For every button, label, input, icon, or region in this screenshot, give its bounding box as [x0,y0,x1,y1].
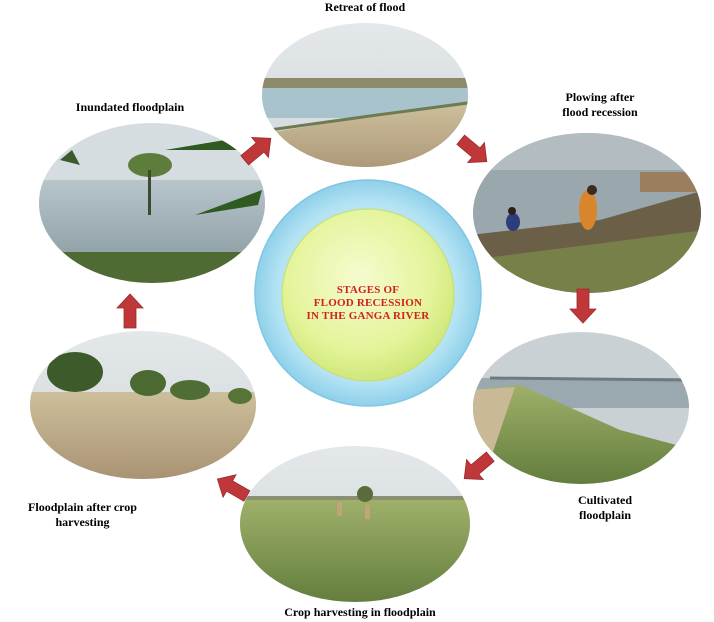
label-cultivated: Cultivated floodplain [578,493,632,522]
label-after-harvest: Floodplain after crop harvesting [28,500,137,529]
crop-harvesting-photo [240,446,470,602]
arrow-after-harvest-to-inundated [116,293,144,329]
cycle-arrows [116,134,597,502]
label-harvesting: Crop harvesting in floodplain [284,605,436,619]
retreat-of-flood-photo [262,23,468,167]
label-plowing: Plowing after flood recession [562,90,638,119]
cultivated-floodplain-photo [473,332,689,484]
label-retreat: Retreat of flood [324,0,406,14]
arrow-harvesting-to-after-harvest [216,474,251,502]
arrow-retreat-to-plowing [456,134,488,163]
arrow-inundated-to-retreat [240,137,272,166]
label-inundated: Inundated floodplain [75,100,185,114]
center-title: STAGES OF FLOOD RECESSION IN THE GANGA R… [306,284,430,322]
after-harvest-photo [30,331,256,479]
plowing-photo [473,133,701,293]
arrow-plowing-to-cultivated [569,288,597,324]
arrow-cultivated-to-harvesting [463,451,495,480]
center-inner-disc [281,208,455,382]
inundated-floodplain-photo [39,123,265,283]
